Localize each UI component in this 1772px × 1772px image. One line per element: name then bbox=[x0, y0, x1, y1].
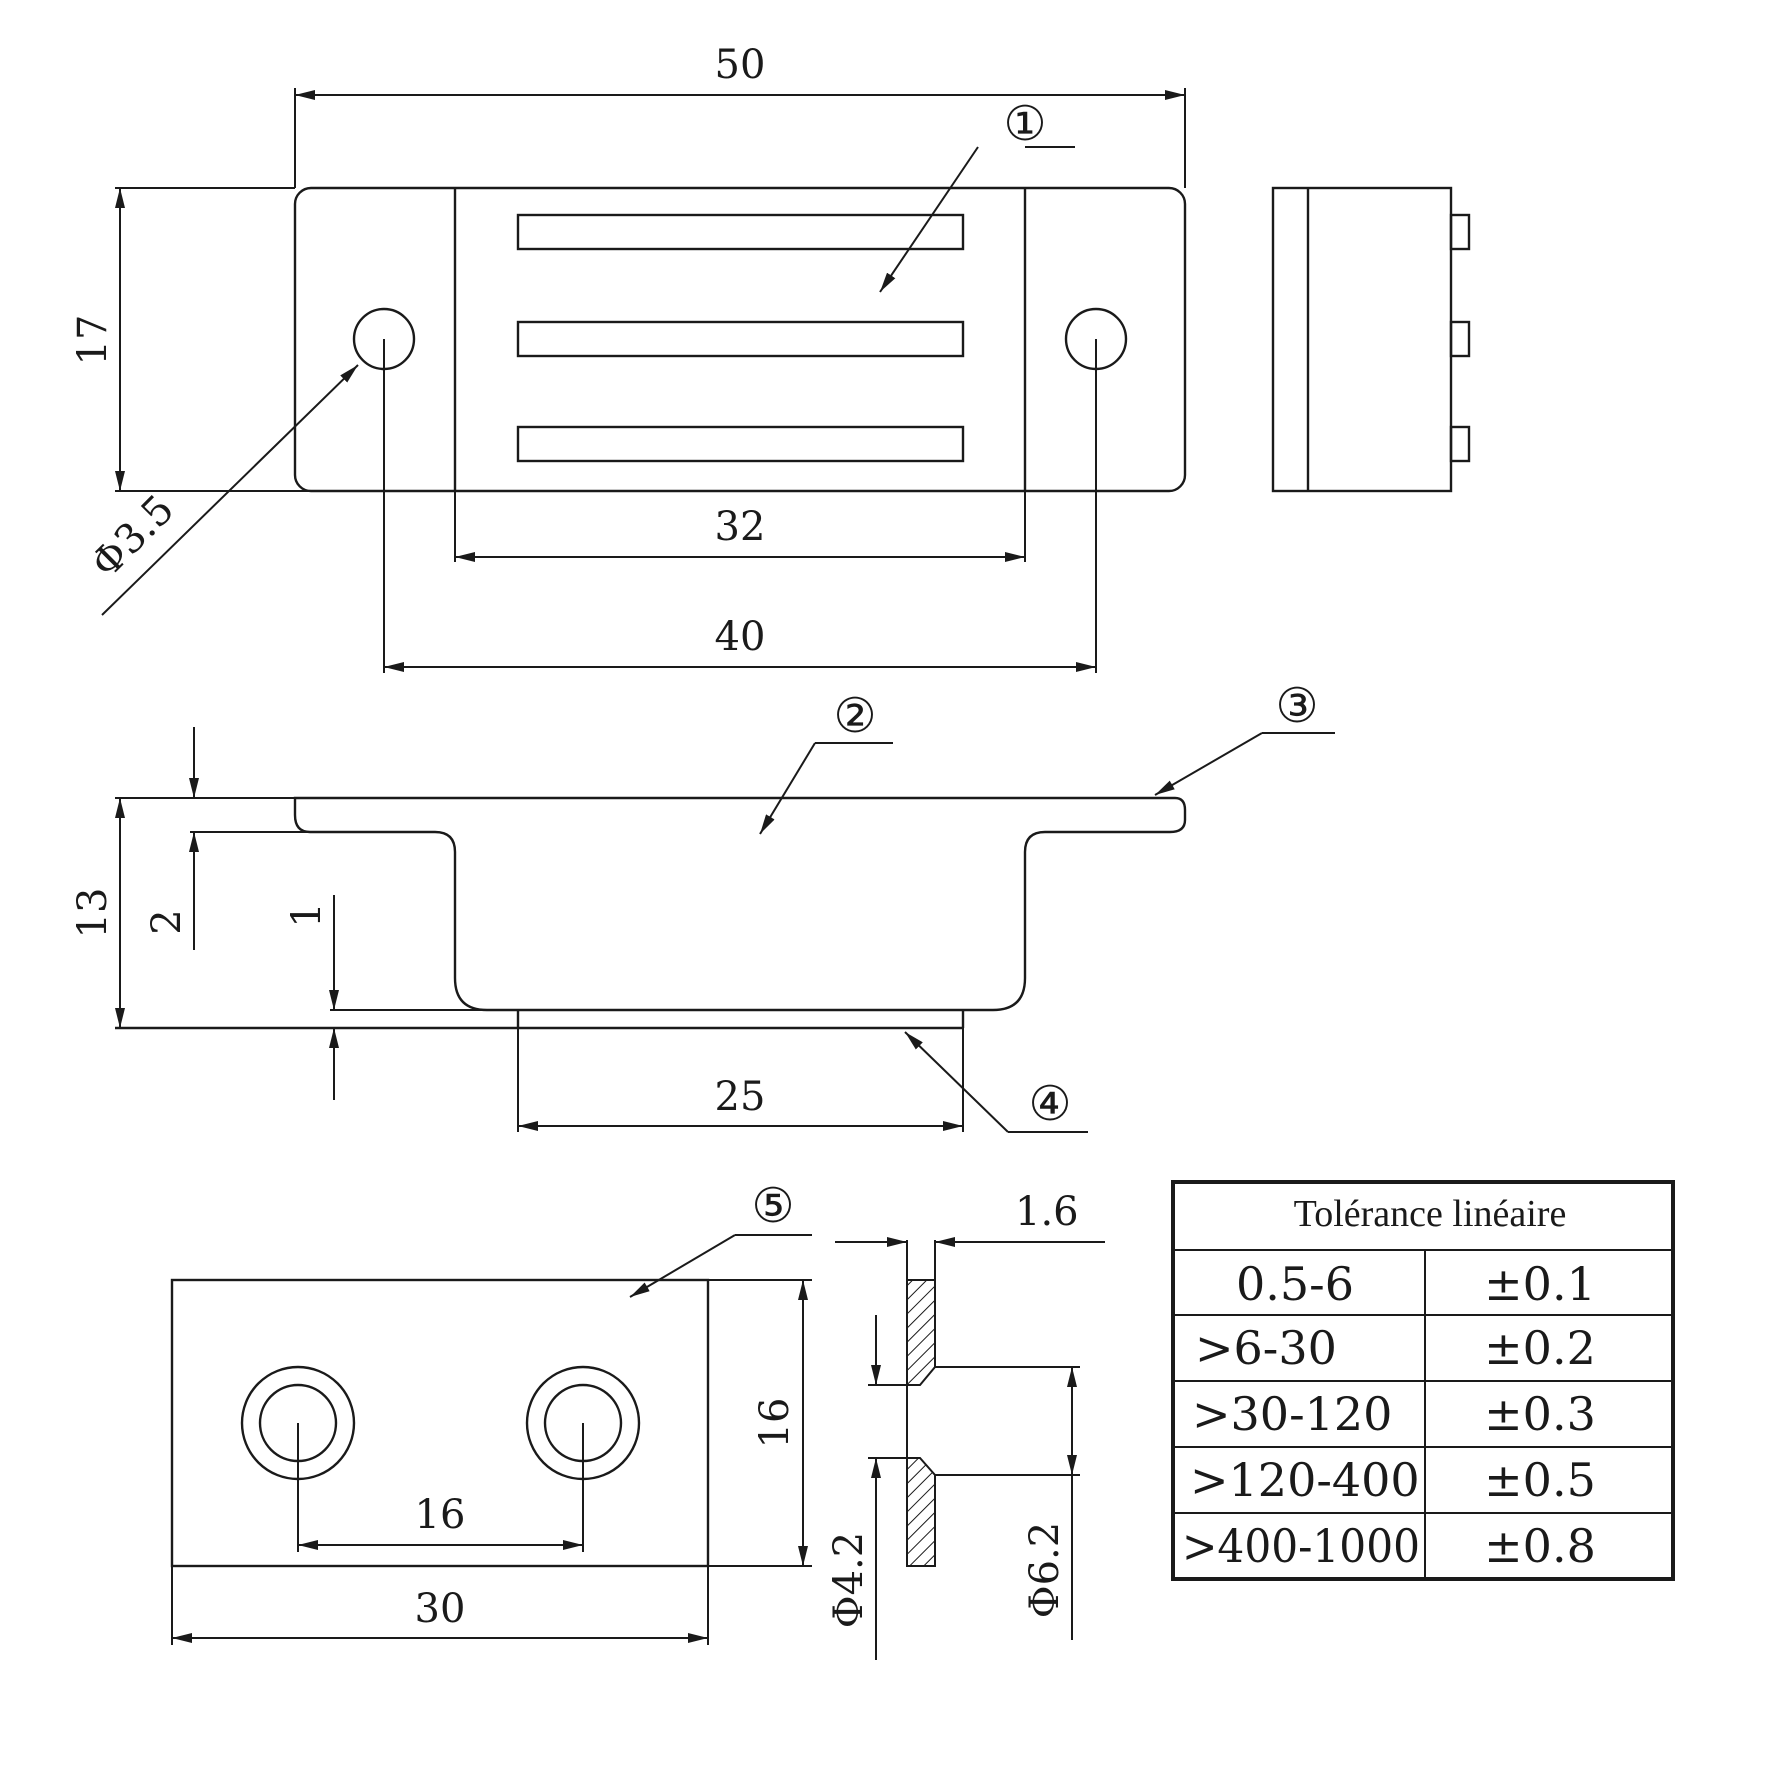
callout-4: ④ bbox=[1028, 1076, 1071, 1132]
front-view: 13 2 1 25 ② ③ ④ bbox=[70, 678, 1335, 1133]
magnet-slot-2 bbox=[516, 320, 965, 358]
dim-2-label: 2 bbox=[144, 909, 190, 934]
plate-section: 1.6 Φ4.2 Φ6.2 bbox=[826, 1189, 1105, 1660]
tolerance-table-title: Tolérance linéaire bbox=[1294, 1193, 1567, 1235]
plate-view: 16 30 16 ⑤ bbox=[170, 1178, 812, 1645]
section-lower-hatch bbox=[906, 1457, 936, 1567]
leader-callout-2 bbox=[759, 742, 816, 835]
front-body-profile bbox=[293, 796, 1187, 1012]
leader-callout-3 bbox=[1154, 732, 1263, 796]
tolerance-value: ±0.1 bbox=[1484, 1257, 1596, 1311]
magnet-slot-1 bbox=[516, 213, 965, 251]
dim-30-label: 30 bbox=[415, 1586, 466, 1632]
dim-13-label: 13 bbox=[70, 888, 116, 939]
leader-hole-diameter bbox=[101, 364, 359, 616]
callout-3: ③ bbox=[1275, 678, 1318, 734]
strike-plate-outline bbox=[170, 1278, 710, 1568]
dim-inner-diameter-label: Φ4.2 bbox=[826, 1532, 872, 1628]
tolerance-table: Tolérance linéaire 0.5-6 ±0.1 >6-30 ±0.2… bbox=[1171, 1180, 1675, 1581]
dim-plate-height-label: 16 bbox=[752, 1398, 798, 1449]
dim-outer-diameter-label: Φ6.2 bbox=[1022, 1522, 1068, 1618]
tolerance-range: 0.5-6 bbox=[1236, 1257, 1354, 1311]
tolerance-range: >120-400 bbox=[1190, 1453, 1420, 1507]
tolerance-value: ±0.2 bbox=[1484, 1321, 1596, 1375]
callout-5: ⑤ bbox=[751, 1178, 794, 1234]
tolerance-range: >6-30 bbox=[1195, 1321, 1337, 1375]
leader-callout-4 bbox=[904, 1031, 1009, 1133]
dim-plate-hole-spacing-label: 16 bbox=[415, 1492, 466, 1538]
side-view bbox=[1271, 186, 1471, 493]
section-upper-hatch bbox=[906, 1279, 936, 1386]
tolerance-range: >30-120 bbox=[1192, 1387, 1392, 1441]
tolerance-value: ±0.3 bbox=[1484, 1387, 1596, 1441]
dim-17-label: 17 bbox=[70, 315, 116, 366]
top-view: 50 17 Φ3.5 32 40 ① bbox=[70, 42, 1187, 673]
dim-25-label: 25 bbox=[715, 1074, 766, 1120]
dim-32-label: 32 bbox=[715, 504, 766, 550]
leader-callout-1 bbox=[879, 146, 979, 293]
tolerance-range: >400-1000 bbox=[1182, 1519, 1420, 1573]
dim-40-label: 40 bbox=[715, 614, 766, 660]
tolerance-value: ±0.8 bbox=[1484, 1519, 1596, 1573]
catch-body-outline bbox=[293, 186, 1187, 493]
callout-1: ① bbox=[1003, 96, 1046, 152]
dim-1-label: 1 bbox=[284, 902, 330, 927]
dim-thickness-label: 1.6 bbox=[1015, 1189, 1079, 1235]
callout-2: ② bbox=[833, 688, 876, 744]
side-magnet-3 bbox=[1449, 425, 1471, 463]
side-magnet-1 bbox=[1449, 213, 1471, 251]
magnet-slot-3 bbox=[516, 425, 965, 463]
side-body bbox=[1271, 186, 1453, 493]
dim-50-label: 50 bbox=[715, 42, 766, 88]
dim-hole-diameter-label: Φ3.5 bbox=[83, 486, 184, 587]
side-magnet-2 bbox=[1449, 320, 1471, 358]
leader-callout-5 bbox=[629, 1234, 736, 1298]
tolerance-value: ±0.5 bbox=[1484, 1453, 1596, 1507]
